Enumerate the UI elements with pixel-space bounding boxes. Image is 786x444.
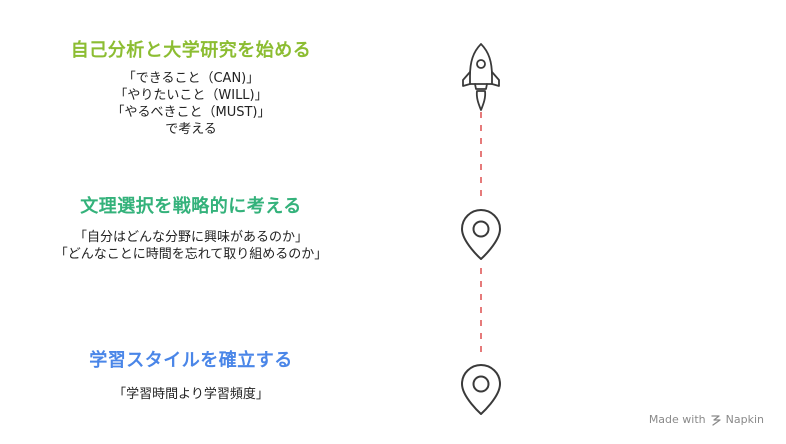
- step-1-line: で考える: [165, 122, 217, 137]
- step-1-line: 「やりたいこと（WILL)」: [114, 88, 268, 103]
- step-1-line: 「できること（CAN)」: [122, 71, 260, 86]
- watermark-brand: Napkin: [725, 413, 764, 426]
- step-1-title: 自己分析と大学研究を始める: [70, 40, 312, 61]
- napkin-watermark: Made with Napkin: [649, 413, 764, 426]
- step-3-line: 「学習時間より学習頻度」: [113, 387, 269, 402]
- napkin-logo-icon: [710, 414, 721, 426]
- step-2-line: 「どんなことに時間を忘れて取り組めるのか」: [54, 247, 328, 262]
- location-pin-icon: [461, 209, 501, 260]
- rocket-icon: [462, 43, 500, 111]
- step-2-line: 「自分はどんな分野に興味があるのか」: [73, 230, 308, 245]
- step-1-description: 「できること（CAN)」 「やりたいこと（WILL)」 「やるべきこと（MUST…: [112, 70, 271, 138]
- step-3-title: 学習スタイルを確立する: [89, 350, 293, 371]
- step-3-description: 「学習時間より学習頻度」: [113, 386, 269, 403]
- step-2-description: 「自分はどんな分野に興味があるのか」 「どんなことに時間を忘れて取り組めるのか」: [55, 229, 328, 263]
- location-pin-icon: [461, 364, 501, 415]
- watermark-text: Made with: [648, 413, 706, 426]
- step-1-line: 「やるべきこと（MUST)」: [111, 105, 271, 120]
- step-2-title: 文理選択を戦略的に考える: [80, 196, 302, 217]
